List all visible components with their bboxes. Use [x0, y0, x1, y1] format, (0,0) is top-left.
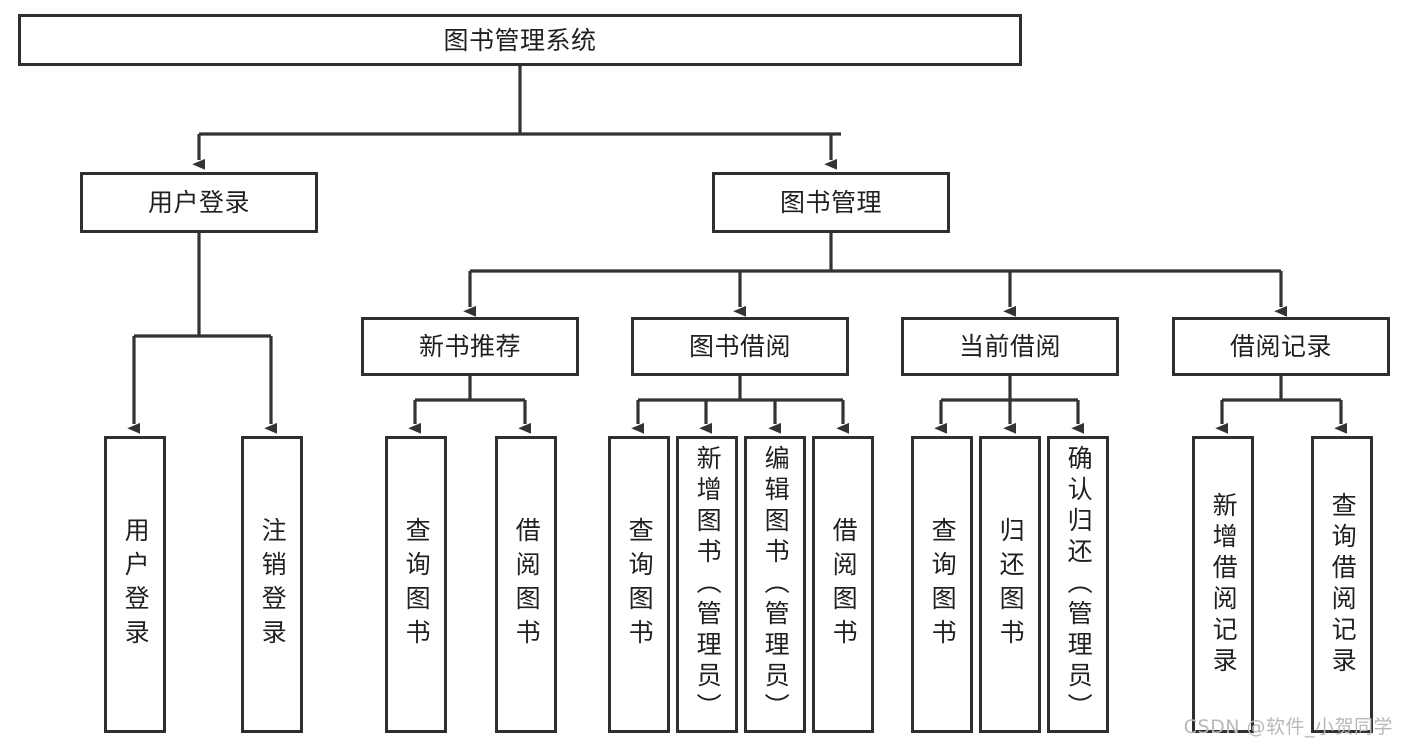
node-current-borrow-label: 当前借阅	[958, 332, 1061, 361]
watermark: CSDN @软件_小贺同学	[1183, 716, 1393, 738]
node-leaf-confirm-return[interactable]: 确认归还（管理员）	[1047, 436, 1109, 733]
node-leaf-user-login-label: 用户登录	[121, 516, 151, 653]
node-leaf-borrow-book-2-label: 借阅图书	[829, 516, 859, 653]
node-root[interactable]: 图书管理系统	[18, 14, 1022, 66]
node-leaf-logout-label: 注销登录	[258, 516, 288, 653]
node-leaf-query-book-2[interactable]: 查询图书	[608, 436, 670, 733]
node-leaf-query-book-2-label: 查询图书	[625, 516, 655, 653]
node-book-borrow[interactable]: 图书借阅	[631, 317, 849, 376]
node-new-book-rec[interactable]: 新书推荐	[361, 317, 579, 376]
node-leaf-borrow-book-1[interactable]: 借阅图书	[495, 436, 557, 733]
node-leaf-borrow-book-1-label: 借阅图书	[512, 516, 542, 653]
node-leaf-query-book-3-label: 查询图书	[928, 516, 958, 653]
node-leaf-add-book-label: 新增图书（管理员）	[693, 445, 723, 724]
node-root-label: 图书管理系统	[443, 25, 597, 55]
node-book-manage[interactable]: 图书管理	[712, 172, 950, 233]
node-leaf-add-book[interactable]: 新增图书（管理员）	[676, 436, 738, 733]
node-borrow-record[interactable]: 借阅记录	[1172, 317, 1390, 376]
node-leaf-logout[interactable]: 注销登录	[241, 436, 303, 733]
node-user-login-label: 用户登录	[147, 188, 250, 217]
node-leaf-confirm-return-label: 确认归还（管理员）	[1064, 445, 1094, 724]
node-leaf-edit-book-label: 编辑图书（管理员）	[761, 445, 791, 724]
node-leaf-edit-book[interactable]: 编辑图书（管理员）	[744, 436, 806, 733]
node-leaf-user-login[interactable]: 用户登录	[104, 436, 166, 733]
node-book-manage-label: 图书管理	[779, 188, 882, 217]
node-borrow-record-label: 借阅记录	[1229, 332, 1332, 361]
node-leaf-query-book-1[interactable]: 查询图书	[385, 436, 447, 733]
node-leaf-return-book-label: 归还图书	[996, 516, 1026, 653]
node-leaf-return-book[interactable]: 归还图书	[979, 436, 1041, 733]
node-new-book-rec-label: 新书推荐	[418, 332, 521, 361]
node-leaf-query-book-1-label: 查询图书	[402, 516, 432, 653]
node-book-borrow-label: 图书借阅	[688, 332, 791, 361]
node-leaf-query-record[interactable]: 查询借阅记录	[1311, 436, 1373, 733]
node-leaf-query-book-3[interactable]: 查询图书	[911, 436, 973, 733]
node-current-borrow[interactable]: 当前借阅	[901, 317, 1119, 376]
node-leaf-add-record[interactable]: 新增借阅记录	[1192, 436, 1254, 733]
node-leaf-query-record-label: 查询借阅记录	[1328, 491, 1358, 678]
node-leaf-add-record-label: 新增借阅记录	[1209, 491, 1239, 678]
node-user-login[interactable]: 用户登录	[80, 172, 318, 233]
node-leaf-borrow-book-2[interactable]: 借阅图书	[812, 436, 874, 733]
